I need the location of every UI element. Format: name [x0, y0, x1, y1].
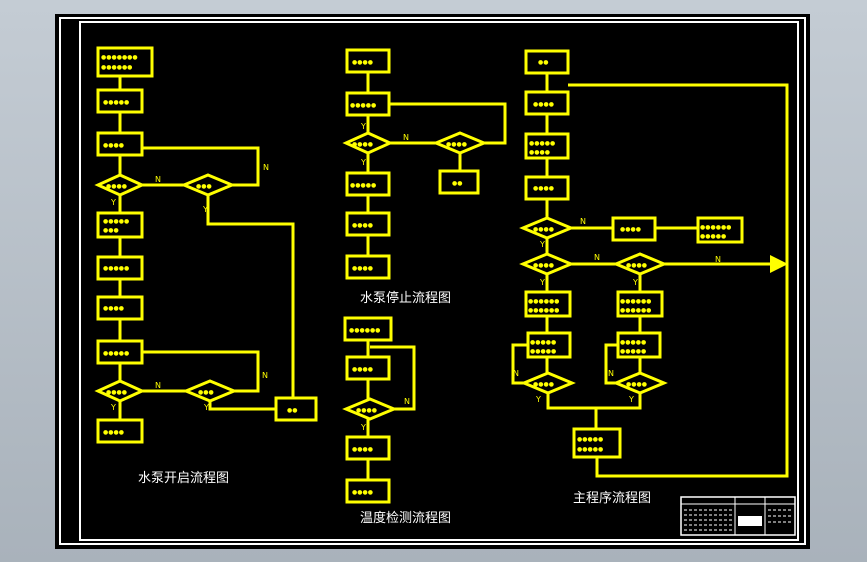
svg-text:●●●●: ●●●● [533, 226, 554, 233]
svg-text:●●●: ●●● [196, 183, 212, 190]
inner-border [79, 21, 799, 541]
svg-text:●●●●: ●●●● [103, 429, 124, 436]
svg-text:Y: Y [632, 278, 638, 287]
svg-text:N: N [513, 369, 519, 378]
svg-text:●●●●: ●●●● [529, 149, 550, 156]
svg-text:Y: Y [203, 403, 209, 412]
svg-text:●●●●: ●●●● [352, 265, 373, 272]
svg-text:N: N [403, 133, 409, 142]
svg-text:●●●●: ●●●● [626, 262, 647, 269]
ps-no-1: N [155, 175, 161, 184]
svg-text:●●●●: ●●●● [446, 141, 467, 148]
main-node-5 [696, 216, 744, 244]
svg-text:●●●●●: ●●●●● [620, 339, 646, 346]
svg-text:●●●●●: ●●●●● [529, 140, 555, 147]
svg-text:N: N [263, 163, 269, 172]
svg-text:●●●●●●: ●●●●●● [620, 298, 651, 305]
svg-text:●●●●: ●●●● [352, 59, 373, 66]
svg-text:●●●●: ●●●● [103, 142, 124, 149]
svg-text:●●●●●●: ●●●●●● [528, 298, 559, 305]
main-node-8 [526, 331, 572, 359]
svg-text:N: N [155, 381, 161, 390]
main-program-flowchart: ●● ●●●● ●●●●● ●●●● ●●●● ●●●● ●●●● ●●●●●●… [511, 49, 789, 506]
td-decision-1 [342, 397, 398, 421]
svg-text:N: N [715, 255, 721, 264]
svg-text:●●●●●: ●●●●● [577, 436, 603, 443]
svg-text:●●●●: ●●●● [352, 446, 373, 453]
svg-text:●●●●: ●●●● [356, 407, 377, 414]
svg-text:●●●●: ●●●● [533, 101, 554, 108]
svg-text:●●●: ●●● [198, 389, 214, 396]
svg-text:●●●●: ●●●● [106, 389, 127, 396]
svg-text:Y: Y [360, 423, 366, 432]
caption-temp-detect: 温度检测流程图 [360, 510, 451, 526]
svg-text:●●●●: ●●●● [533, 185, 554, 192]
svg-text:Y: Y [202, 205, 208, 214]
svg-text:●●●●: ●●●● [352, 141, 373, 148]
svg-text:●●●●●: ●●●●● [350, 182, 376, 189]
svg-text:Y: Y [539, 278, 545, 287]
svg-text:●●●●: ●●●● [626, 381, 647, 388]
svg-text:Y: Y [360, 158, 366, 167]
svg-text:Y: Y [110, 403, 116, 412]
svg-text:●●●●●●: ●●●●●● [349, 327, 380, 334]
svg-text:●●: ●● [452, 180, 462, 187]
svg-text:●●●●●: ●●●●● [530, 339, 556, 346]
svg-text:●●●●●●●: ●●●●●●● [101, 54, 138, 61]
svg-text:N: N [580, 217, 586, 226]
svg-text:●●●●●●: ●●●●●● [620, 307, 651, 314]
svg-text:●●●●●●: ●●●●●● [528, 307, 559, 314]
svg-text:●●●●: ●●●● [352, 366, 373, 373]
svg-text:●●●●: ●●●● [533, 262, 554, 269]
svg-text:Y: Y [360, 122, 366, 131]
svg-text:●●●●: ●●●● [352, 222, 373, 229]
svg-text:Y: Y [110, 198, 116, 207]
pump-stop-flowchart: ●●●● ●●●●● ●●●● ●●●● ●●●●● ●● ●●●● ●●●● … [342, 48, 507, 306]
svg-text:●●●●●: ●●●●● [577, 446, 603, 453]
svg-text:N: N [262, 371, 268, 380]
svg-text:●●●●●: ●●●●● [530, 348, 556, 355]
svg-text:Y: Y [535, 395, 541, 404]
svg-text:N: N [608, 369, 614, 378]
svg-text:●●●●●●: ●●●●●● [700, 224, 731, 231]
caption-pump-stop: 水泵停止流程图 [360, 290, 451, 306]
caption-pump-start: 水泵开启流程图 [138, 471, 229, 486]
svg-text:Y: Y [628, 395, 634, 404]
main-node-7 [616, 290, 664, 318]
svg-text:Y: Y [539, 240, 545, 249]
ps-node-4 [96, 211, 144, 239]
svg-text:●●●●●: ●●●●● [103, 350, 129, 357]
svg-text:●●●●: ●●●● [106, 183, 127, 190]
title-block [680, 496, 796, 536]
svg-text:●●●: ●●● [103, 227, 119, 234]
svg-text:N: N [594, 253, 600, 262]
svg-text:●●●●●: ●●●●● [350, 102, 376, 109]
svg-text:●●: ●● [287, 407, 297, 414]
svg-text:●●●●●●: ●●●●●● [101, 64, 132, 71]
svg-text:●●●●●: ●●●●● [700, 233, 726, 240]
caption-main-program: 主程序流程图 [573, 491, 651, 506]
svg-text:●●●●: ●●●● [352, 489, 373, 496]
drawing-sheet [55, 14, 810, 549]
svg-text:N: N [404, 397, 410, 406]
svg-text:●●●●●: ●●●●● [620, 348, 646, 355]
outer-border [59, 17, 806, 545]
svg-text:●●●●: ●●●● [103, 305, 124, 312]
svg-text:●●●●: ●●●● [533, 381, 554, 388]
ps-node-1 [96, 46, 154, 78]
temp-detect-flowchart: ●●●●●● ●●●● ●●●● ●●●● ●●●● N Y 温度检测流程图 [342, 316, 451, 526]
svg-text:●●●●: ●●●● [620, 226, 641, 233]
svg-text:●●●●●: ●●●●● [103, 218, 129, 225]
svg-text:●●●●●: ●●●●● [103, 265, 129, 272]
svg-text:●●●●●: ●●●●● [103, 99, 129, 106]
svg-text:●●: ●● [538, 59, 548, 66]
pump-start-flowchart: ●●●●●●● ●●●●●● ●●●●● ●●●● ●●●● ●●● ●●●●●… [94, 46, 318, 486]
